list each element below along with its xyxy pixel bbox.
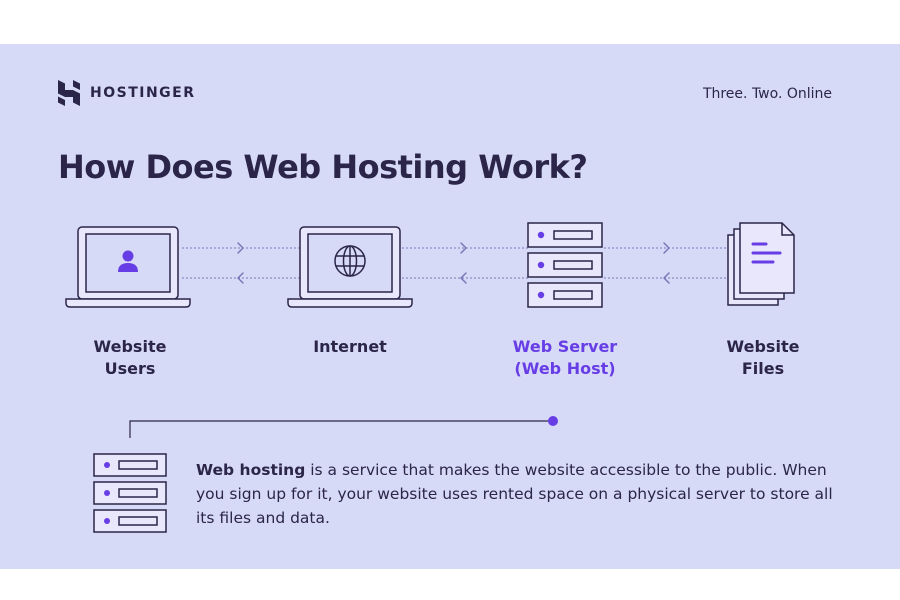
arrow-left-icon (460, 272, 467, 284)
node-label-website-files: Website Files (726, 337, 800, 378)
laptop-user-icon (65, 226, 191, 308)
arrow-left-icon (237, 272, 244, 284)
server-stack-icon (527, 222, 603, 308)
documents-icon (727, 222, 795, 306)
brand-name: HOSTINGER (90, 85, 196, 101)
brand-logo: HOSTINGER (58, 80, 196, 106)
arrow-right-icon (663, 242, 670, 254)
globe-icon (334, 245, 366, 277)
description-term: Web hosting (196, 461, 306, 479)
description-body: is a service that makes the website acce… (196, 461, 833, 527)
brand-tagline: Three. Two. Online (702, 86, 832, 102)
laptop-globe-icon (287, 226, 413, 308)
description-text: Web hosting is a service that makes the … (196, 458, 856, 530)
connector-internet-server (402, 247, 528, 279)
arrow-right-icon (460, 242, 467, 254)
arrow-right-icon (237, 242, 244, 254)
node-label-internet: Internet (313, 337, 387, 356)
hosting-flow-diagram (65, 222, 795, 308)
hostinger-logo-icon (58, 80, 80, 106)
page-title: How Does Web Hosting Work? (58, 148, 588, 186)
connector-server-files (604, 247, 728, 279)
node-label-website-users: Website Users (93, 337, 167, 378)
node-label-web-server: Web Server (Web Host) (512, 337, 618, 378)
arrow-left-icon (663, 272, 670, 284)
server-stack-icon (93, 453, 167, 533)
